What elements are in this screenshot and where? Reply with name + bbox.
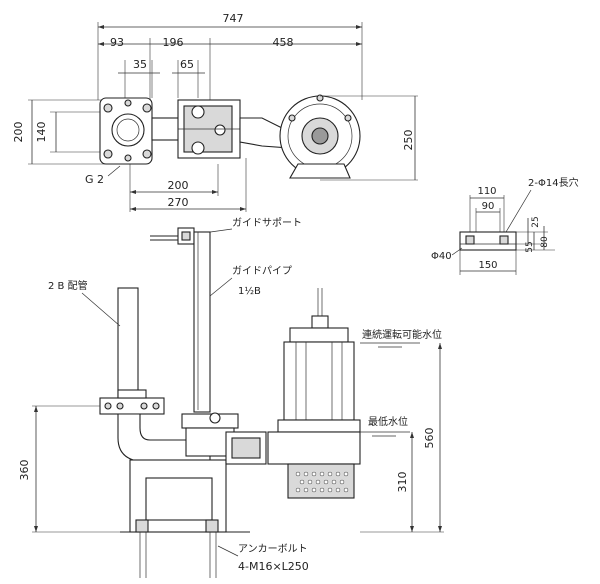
dim-747: 747 <box>223 12 244 25</box>
pump-top-cap <box>289 327 349 343</box>
dim-458: 458 <box>273 36 294 49</box>
thread-g2: G 2 <box>85 173 104 186</box>
detail-55: 55 <box>525 241 535 252</box>
dim-140: 140 <box>35 122 48 143</box>
anchor-bolt-spec: 4-M16×L250 <box>238 560 309 573</box>
dim-93: 93 <box>110 36 124 49</box>
dim-35: 35 <box>133 58 147 71</box>
pump-motor <box>283 341 355 421</box>
discharge-pipe-2b <box>117 287 139 399</box>
pipe-2b-label: 2 B 配管 <box>48 279 88 292</box>
guide-pipe-label: ガイドパイプ <box>232 265 292 277</box>
pump-casing-side <box>267 431 361 465</box>
continuous-level-label: 連続運転可能水位 <box>362 328 442 341</box>
dim-65: 65 <box>180 58 194 71</box>
dim-360: 360 <box>18 460 31 481</box>
detail-25: 25 <box>531 216 541 227</box>
detail-hole-label: 2-Φ14長穴 <box>528 176 579 189</box>
detail-150: 150 <box>478 260 497 271</box>
detail-90: 90 <box>482 201 495 212</box>
detail-phi40: Φ40 <box>431 251 452 262</box>
dim-250: 250 <box>402 130 415 151</box>
dim-200-bottom: 200 <box>168 179 189 192</box>
elevation-view: ガイドサポート ガイドパイプ 1½B 2 B 配管 <box>18 217 444 578</box>
dim-310: 310 <box>396 472 409 493</box>
guide-pipe-size: 1½B <box>238 285 261 297</box>
dim-196: 196 <box>163 36 184 49</box>
anchor-bolt-label: アンカーボルト <box>238 543 308 555</box>
detail-110: 110 <box>477 186 496 197</box>
plan-view: 747 93 196 458 35 65 200 140 <box>12 12 418 212</box>
dim-560: 560 <box>423 428 436 449</box>
guide-support-label: ガイドサポート <box>232 217 302 229</box>
base-plate-detail: 110 90 2-Φ14長穴 25 55 80 Φ40 150 <box>431 176 579 275</box>
detail-80: 80 <box>540 236 550 248</box>
dim-270: 270 <box>168 196 189 209</box>
dim-200-left: 200 <box>12 122 25 143</box>
guide-pipe <box>193 231 211 413</box>
min-level-label: 最低水位 <box>368 415 408 428</box>
pump-strainer <box>287 463 355 499</box>
